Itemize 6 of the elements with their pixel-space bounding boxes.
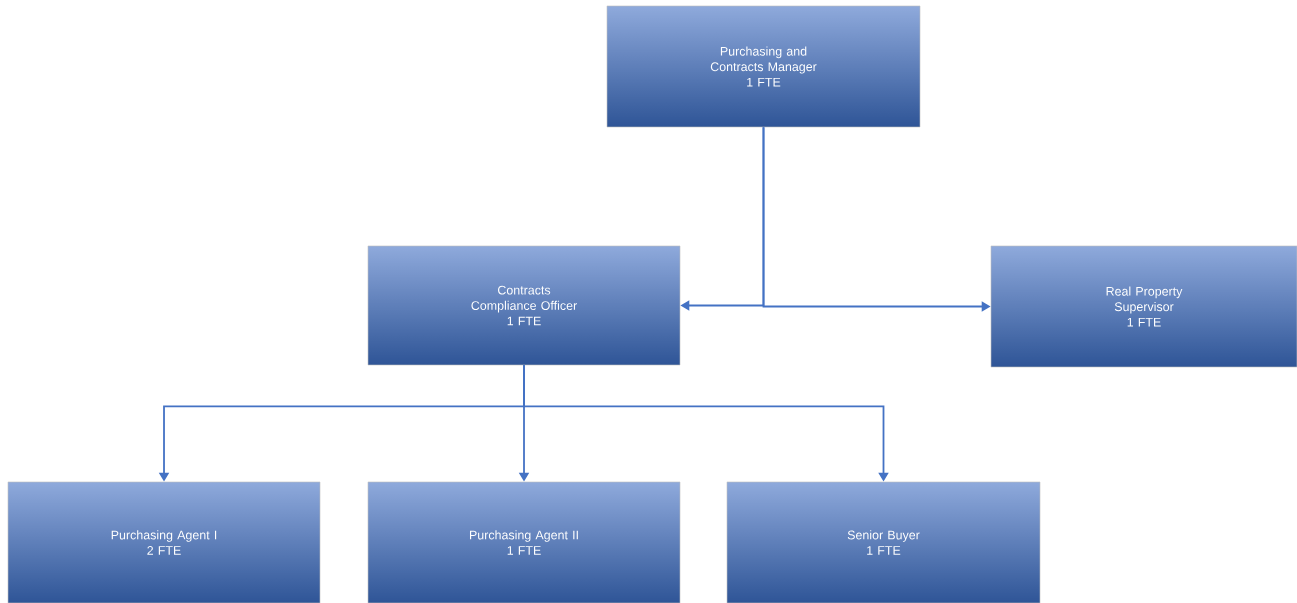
org-box: Purchasing Agent II 1 FTE — [367, 481, 681, 603]
org-box: Real Property Supervisor 1 FTE — [990, 245, 1297, 368]
org-box: Senior Buyer 1 FTE — [726, 481, 1041, 603]
org-box: Purchasing and Contracts Manager 1 FTE — [606, 5, 921, 128]
org-box: Contracts Compliance Officer 1 FTE — [367, 245, 681, 366]
org-box: Purchasing Agent I 2 FTE — [7, 481, 321, 603]
